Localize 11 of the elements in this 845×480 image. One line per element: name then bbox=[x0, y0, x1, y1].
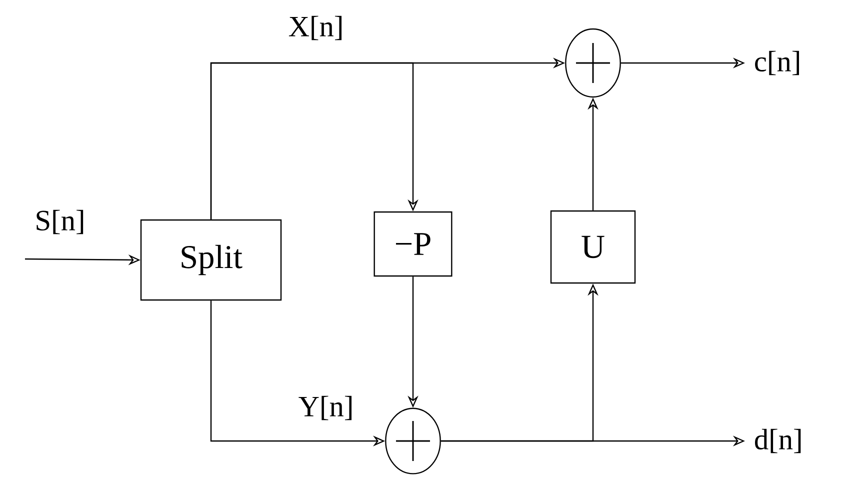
adder-circle bbox=[565, 28, 621, 98]
edge-label: c[n] bbox=[755, 50, 799, 76]
split-box: Split bbox=[140, 219, 282, 301]
edge-label: S[n] bbox=[36, 210, 84, 234]
edge-label: Y[n] bbox=[298, 396, 352, 420]
block-box: −P bbox=[374, 211, 452, 277]
edge-label: X[n] bbox=[288, 16, 342, 40]
adder-circle bbox=[385, 408, 441, 474]
edge-label: d[n] bbox=[755, 428, 801, 454]
block-box: U bbox=[550, 210, 636, 284]
arrow bbox=[210, 62, 418, 220]
